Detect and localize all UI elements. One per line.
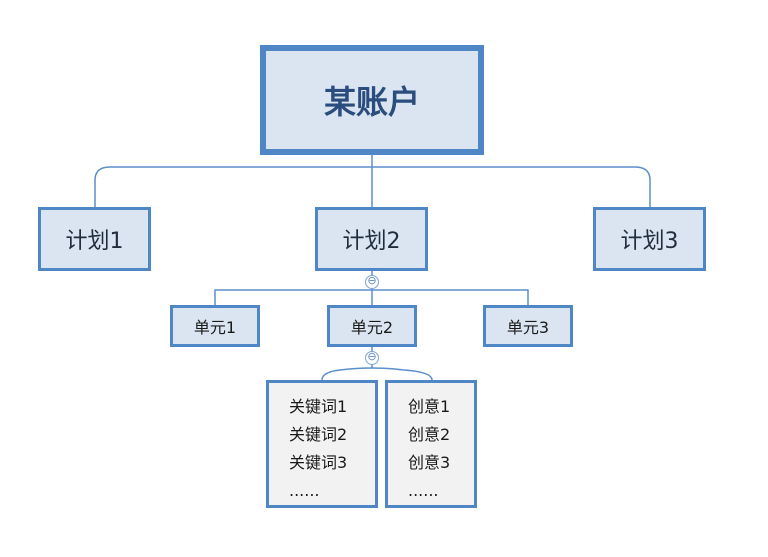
- keyword-item: 关键词2: [289, 425, 348, 444]
- connector-unit2-bar: [321, 367, 433, 381]
- unit-3-node: 单元3: [483, 305, 573, 347]
- plan-2-label: 计划2: [342, 229, 401, 254]
- creative-ellipsis: ......: [408, 481, 439, 500]
- collapse-unit2-icon[interactable]: ⊖: [365, 351, 379, 365]
- keyword-item: 关键词3: [289, 453, 348, 472]
- keywords-list-node: 关键词1 关键词2 关键词3 ......: [266, 380, 378, 508]
- plan-1-label: 计划1: [65, 229, 124, 254]
- root-account-node: 某账户: [260, 45, 484, 155]
- plan-3-node: 计划3: [593, 207, 706, 271]
- creative-item: 创意1: [408, 397, 451, 416]
- unit-1-label: 单元1: [193, 318, 237, 337]
- unit-3-label: 单元3: [506, 318, 550, 337]
- keyword-ellipsis: ......: [289, 481, 320, 500]
- unit-2-node: 单元2: [327, 305, 417, 347]
- plan-3-label: 计划3: [620, 229, 679, 254]
- unit-1-node: 单元1: [170, 305, 260, 347]
- keyword-item: 关键词1: [289, 397, 348, 416]
- plan-2-node: 计划2: [315, 207, 428, 271]
- creatives-list-node: 创意1 创意2 创意3 ......: [385, 380, 477, 508]
- creative-item: 创意2: [408, 425, 451, 444]
- root-account-label: 某账户: [323, 83, 420, 121]
- creative-item: 创意3: [408, 453, 451, 472]
- collapse-plan2-icon[interactable]: ⊖: [365, 275, 379, 289]
- unit-2-label: 单元2: [350, 318, 394, 337]
- plan-1-node: 计划1: [38, 207, 151, 271]
